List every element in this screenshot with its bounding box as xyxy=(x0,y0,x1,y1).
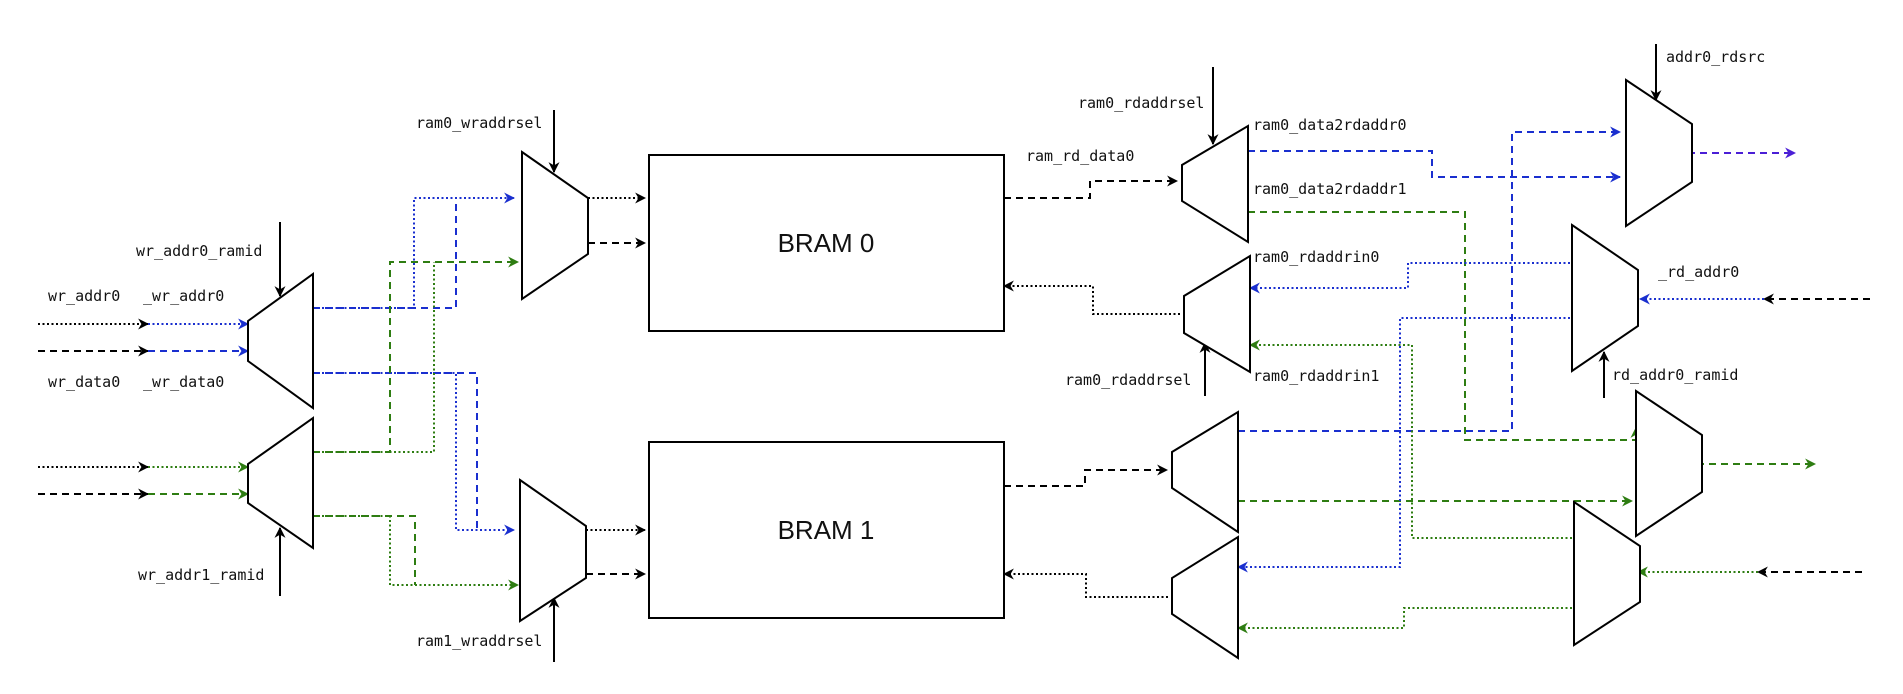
label-addr0-rdsrc: addr0_rdsrc xyxy=(1666,48,1765,66)
bram0-label: BRAM 0 xyxy=(778,228,875,258)
wire-blue-dash-to-mux1 xyxy=(313,372,478,530)
bram1-block xyxy=(648,441,1005,619)
label-ram0-rdaddrin0: ram0_rdaddrin0 xyxy=(1253,248,1379,266)
label-ram1-wraddrsel: ram1_wraddrsel xyxy=(416,632,542,650)
label-ram0-rdaddrin1: ram0_rdaddrin1 xyxy=(1253,367,1379,385)
label-ram-rd-data0: ram_rd_data0 xyxy=(1026,147,1134,165)
wire-green-dash-to-mux1 xyxy=(313,515,416,585)
wire-green-dash-to-mux0 xyxy=(313,256,520,453)
ram1-write-mux xyxy=(519,478,587,623)
wire-rdaddrin-blue-bram1 xyxy=(1236,317,1570,573)
label-ram0-rdaddrsel-bottom: ram0_rdaddrsel xyxy=(1065,371,1191,389)
bram0-block xyxy=(648,154,1005,332)
label-wr-addr0-out: _wr_addr0 xyxy=(143,287,224,305)
wire-rdaddrin-green-bram1 xyxy=(1236,607,1572,634)
bram1-label: BRAM 1 xyxy=(778,515,875,545)
label-ram0-wraddrsel: ram0_wraddrsel xyxy=(416,114,542,132)
label-rd-addr0: _rd_addr0 xyxy=(1658,263,1739,281)
addr1-rdsrc-mux xyxy=(1635,389,1703,538)
wire-green-dot-to-mux0 xyxy=(313,262,435,453)
ram1-rd-mux-bottom xyxy=(1171,535,1239,660)
ram0-write-mux xyxy=(521,150,589,301)
ram0-rd-mux-bottom xyxy=(1183,254,1251,374)
wire-data2rdaddr1-green xyxy=(1248,211,1642,441)
wire-rdaddrin1-green xyxy=(1248,339,1572,539)
wire-ram-rd-data0 xyxy=(1004,175,1179,199)
ram0-rd-demux-top xyxy=(1181,124,1249,244)
wire-rdaddr-to-bram0 xyxy=(1002,280,1180,315)
label-wr-addr0: wr_addr0 xyxy=(48,287,120,305)
labels: BRAM 0 BRAM 1 ram0_wraddrsel wr_addr0_ra… xyxy=(48,48,1765,650)
label-wr-data0: wr_data0 xyxy=(48,373,120,391)
wire-blue-dash-to-mux0 xyxy=(313,198,457,309)
label-ram0-data2rdaddr1: ram0_data2rdaddr1 xyxy=(1253,180,1407,198)
wire-blue-dot-to-mux0 xyxy=(313,192,516,309)
rd-addr1-demux xyxy=(1573,500,1641,647)
wire-rdaddrin0-blue xyxy=(1248,262,1570,294)
wire-bram1-rd-to-src-blue xyxy=(1238,126,1622,432)
wires xyxy=(38,44,1870,662)
wire-rdaddr-to-bram1 xyxy=(1002,568,1168,598)
wire-bram1-rd-data xyxy=(1004,464,1169,487)
wr-addr0-demux xyxy=(247,272,314,410)
label-wr-data0-out: _wr_data0 xyxy=(143,373,224,391)
ram1-rd-demux-top xyxy=(1171,410,1239,534)
rd-addr0-demux xyxy=(1571,223,1639,373)
label-wr-addr1-ramid: wr_addr1_ramid xyxy=(138,566,264,584)
label-wr-addr0-ramid: wr_addr0_ramid xyxy=(136,242,262,260)
wire-data2rdaddr0-blue xyxy=(1248,150,1622,183)
addr0-rdsrc-mux xyxy=(1625,78,1693,228)
wire-blue-dot-to-mux1 xyxy=(313,372,516,536)
wr-addr1-demux xyxy=(247,416,314,550)
label-ram0-data2rdaddr0: ram0_data2rdaddr0 xyxy=(1253,116,1407,134)
label-ram0-rdaddrsel-top: ram0_rdaddrsel xyxy=(1078,94,1204,112)
shapes xyxy=(247,78,1703,660)
label-rd-addr0-ramid: rd_addr0_ramid xyxy=(1612,366,1738,384)
